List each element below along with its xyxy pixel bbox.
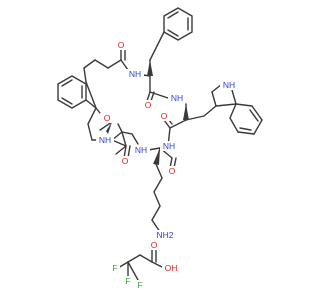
stereo-wedge xyxy=(106,122,112,134)
atom-label-nh-mid: NH xyxy=(135,145,147,155)
atom-label-nh-trp: NH xyxy=(171,93,183,103)
atom-label-nh2: NH2 xyxy=(156,230,173,240)
atom-label-o-ring: O xyxy=(104,113,111,123)
atom-label-nh-lys: NH xyxy=(163,141,175,151)
atom-label-o-tfa: O xyxy=(151,240,158,250)
structure-diagram: O NH O NH NH O O NH O NH NH O NH2 O OH F xyxy=(57,7,263,290)
stereo-wedge xyxy=(153,148,160,165)
atom-label-o-phe: O xyxy=(145,100,152,110)
atom-label-nh-phe: NH xyxy=(129,69,141,79)
atom-label-o-trp: O xyxy=(161,111,168,121)
atom-label-o-lys: O xyxy=(169,166,176,176)
atom-label-oh-tfa: OH xyxy=(165,263,178,273)
stereo-wedge xyxy=(183,104,189,120)
atom-label-nh-indole: NH xyxy=(223,80,235,90)
molecule-drawing: O NH O NH NH O O NH O NH NH O NH2 O OH F xyxy=(57,7,263,290)
stereo-wedge xyxy=(147,60,153,76)
atom-label-f2: F xyxy=(125,276,130,286)
atom-label-nh-left: NH xyxy=(99,135,111,145)
atom-label-o-top: O xyxy=(118,40,125,50)
atom-label-f3: F xyxy=(137,280,142,290)
atom-label-f1: F xyxy=(112,263,117,273)
atom-label-o-left: O xyxy=(122,156,129,166)
atom-labels: O NH O NH NH O O NH O NH NH O NH2 O OH F xyxy=(96,40,238,290)
